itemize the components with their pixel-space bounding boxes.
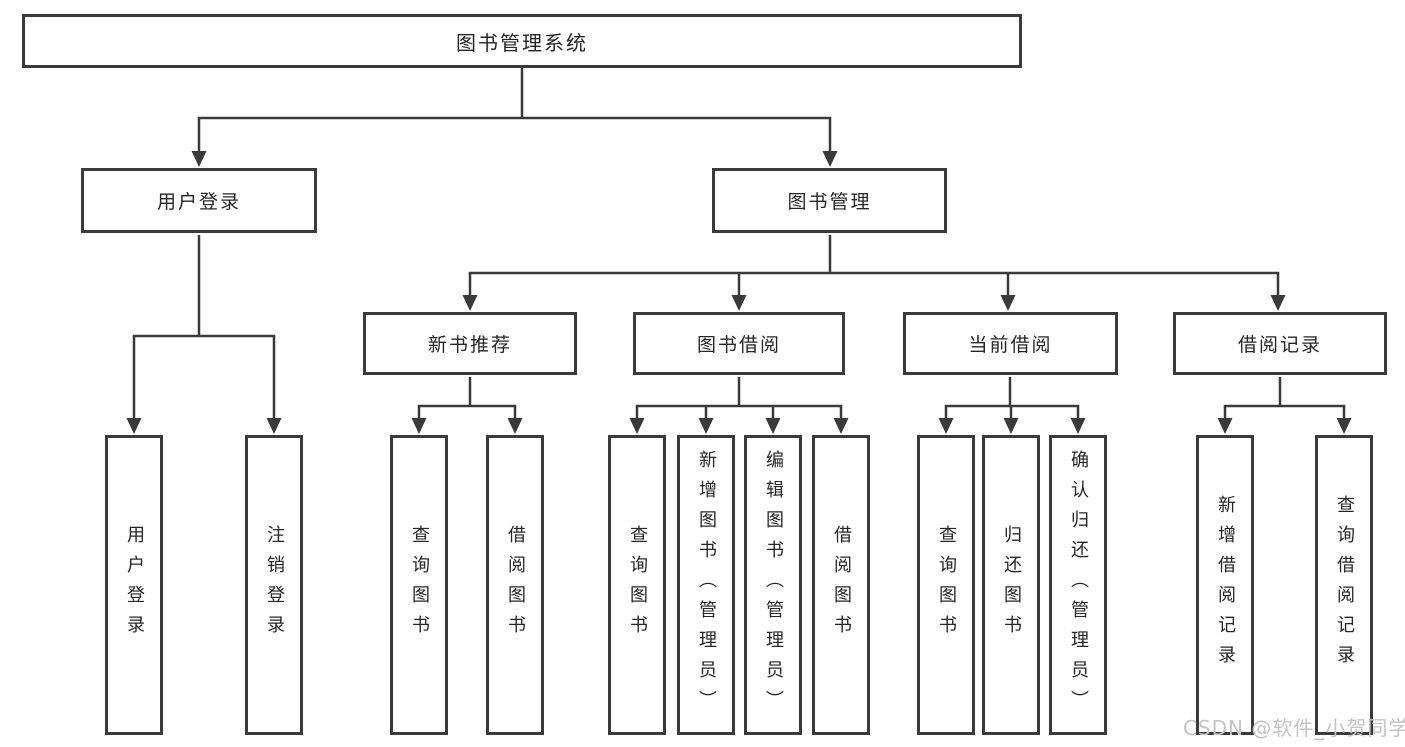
node-user-login: 用户登录 <box>81 168 317 233</box>
node-label: 新增图书（管理员） <box>696 450 717 720</box>
node-new-book-recommendation: 新书推荐 <box>363 312 577 375</box>
node-label: 图书借阅 <box>696 334 781 356</box>
node-library-management-system: 图书管理系统 <box>22 14 1022 68</box>
leaf-add-books-admin: 新增图书（管理员） <box>677 435 735 735</box>
leaf-user-login: 用户登录 <box>105 435 163 735</box>
node-label: 查询图书 <box>627 525 648 645</box>
node-label: 用户登录 <box>156 191 241 213</box>
leaf-logout: 注销登录 <box>245 435 303 735</box>
node-current-borrowing: 当前借阅 <box>903 312 1118 375</box>
leaf-add-borrow-record: 新增借阅记录 <box>1196 435 1254 735</box>
node-label: 借阅记录 <box>1237 334 1322 356</box>
node-borrowing-records: 借阅记录 <box>1173 312 1387 375</box>
node-label: 确认归还（管理员） <box>1068 450 1089 720</box>
node-label: 用户登录 <box>124 525 145 645</box>
node-label: 归还图书 <box>1001 525 1022 645</box>
leaf-query-books-borrowing: 查询图书 <box>608 435 666 735</box>
node-label: 查询借阅记录 <box>1334 495 1355 675</box>
leaf-borrow-books-recommend: 借阅图书 <box>486 435 544 735</box>
leaf-confirm-return-admin: 确认归还（管理员） <box>1049 435 1107 735</box>
leaf-return-books: 归还图书 <box>982 435 1040 735</box>
node-label: 查询图书 <box>936 525 957 645</box>
node-book-management: 图书管理 <box>712 168 947 233</box>
leaf-query-books-current: 查询图书 <box>917 435 975 735</box>
node-label: 当前借阅 <box>968 334 1053 356</box>
node-label: 新增借阅记录 <box>1215 495 1236 675</box>
node-label: 图书管理 <box>787 191 872 213</box>
node-label: 查询图书 <box>409 525 430 645</box>
node-label: 注销登录 <box>264 525 285 645</box>
node-book-borrowing: 图书借阅 <box>633 312 845 375</box>
csdn-watermark: CSDN @软件_小贺同学 <box>1183 716 1405 740</box>
node-label: 借阅图书 <box>505 525 526 645</box>
leaf-query-borrow-record: 查询借阅记录 <box>1315 435 1373 735</box>
node-label: 新书推荐 <box>427 334 512 356</box>
node-label: 借阅图书 <box>831 525 852 645</box>
leaf-edit-books-admin: 编辑图书（管理员） <box>744 435 802 735</box>
leaf-borrow-books: 借阅图书 <box>812 435 870 735</box>
node-label: 图书管理系统 <box>456 30 588 55</box>
node-label: 编辑图书（管理员） <box>763 450 784 720</box>
leaf-query-books-recommend: 查询图书 <box>390 435 448 735</box>
